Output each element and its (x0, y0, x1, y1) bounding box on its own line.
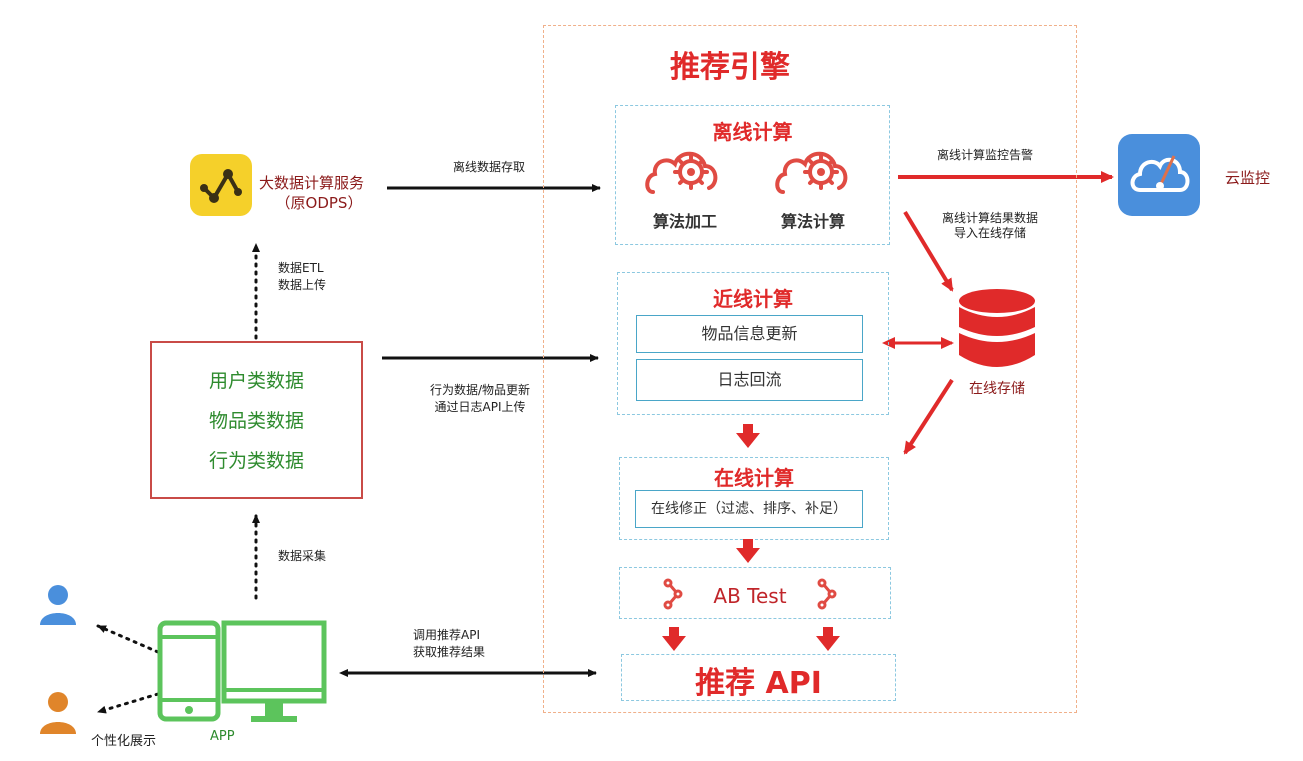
online-compute-title: 在线计算 (714, 466, 794, 490)
algo-compute-label: 算法计算 (780, 212, 845, 231)
personalized-display-label: 个性化展示 (91, 734, 157, 749)
edge-label-collect: 数据采集 (278, 549, 327, 563)
behavior-data-label: 行为类数据 (208, 450, 304, 472)
offline-compute-title: 离线计算 (712, 120, 793, 144)
bigdata-service-title: 大数据计算服务 (259, 174, 365, 192)
recommend-api-label: 推荐 API (695, 666, 822, 701)
nearline-compute-title: 近线计算 (713, 287, 793, 311)
edge-label-behavior-2: 通过日志API上传 (434, 400, 526, 414)
down-arrow-icon (736, 424, 760, 448)
edge-label-upload: 数据上传 (278, 278, 327, 292)
down-arrow-icon (736, 539, 760, 563)
bigdata-service-subtitle: （原ODPS） (275, 194, 363, 212)
chart-line-icon (190, 154, 252, 216)
algo-processing-label: 算法加工 (652, 212, 717, 231)
edge-label-etl: 数据ETL (278, 261, 324, 275)
log-backflow-box: 日志回流 (636, 359, 863, 401)
edge-label-import-1: 离线计算结果数据 (941, 211, 1038, 225)
user-icon (40, 692, 76, 734)
ab-test-label: AB Test (713, 584, 787, 608)
app-label: APP (210, 729, 235, 744)
edge-label-api-call: 调用推荐API (413, 628, 480, 642)
edge-label-offline-access: 离线数据存取 (453, 160, 526, 174)
nearline-compute-panel (617, 272, 889, 415)
cloud-gear-icon (775, 151, 848, 194)
phone-monitor-icon (157, 620, 327, 722)
cloud-gauge-icon (1118, 134, 1200, 216)
data-types-box (150, 341, 363, 499)
item-data-label: 物品类数据 (208, 410, 304, 432)
edge-label-behavior-1: 行为数据/物品更新 (429, 383, 531, 397)
engine-container (543, 25, 1077, 713)
engine-title: 推荐引擎 (670, 50, 790, 85)
database-icon (959, 289, 1035, 367)
recommend-api-panel (621, 654, 896, 701)
user-data-label: 用户类数据 (208, 370, 304, 392)
user-icon (40, 585, 76, 625)
offline-compute-panel (615, 105, 890, 245)
down-arrow-icon (816, 627, 840, 651)
cloud-monitor-label: 云监控 (1225, 169, 1271, 187)
edge-label-monitor-alert: 离线计算监控告警 (937, 148, 1034, 162)
arrow-to-user-top (96, 624, 160, 654)
online-storage-label: 在线存储 (969, 381, 1025, 397)
arrow-storage-online (903, 378, 954, 455)
cloud-gear-icon (645, 151, 718, 194)
split-icon (817, 578, 837, 610)
edge-label-import-2: 导入在线存储 (953, 226, 1026, 240)
ab-test-panel (619, 567, 891, 619)
item-info-update-box: 物品信息更新 (636, 315, 863, 353)
arrow-import-storage (903, 210, 954, 292)
arrow-to-user-bottom (96, 692, 160, 714)
split-icon (663, 578, 683, 610)
online-correction-box: 在线修正（过滤、排序、补足） (635, 490, 863, 528)
edge-label-api-result: 获取推荐结果 (413, 645, 486, 659)
down-arrow-icon (662, 627, 686, 651)
online-compute-panel (619, 457, 889, 540)
